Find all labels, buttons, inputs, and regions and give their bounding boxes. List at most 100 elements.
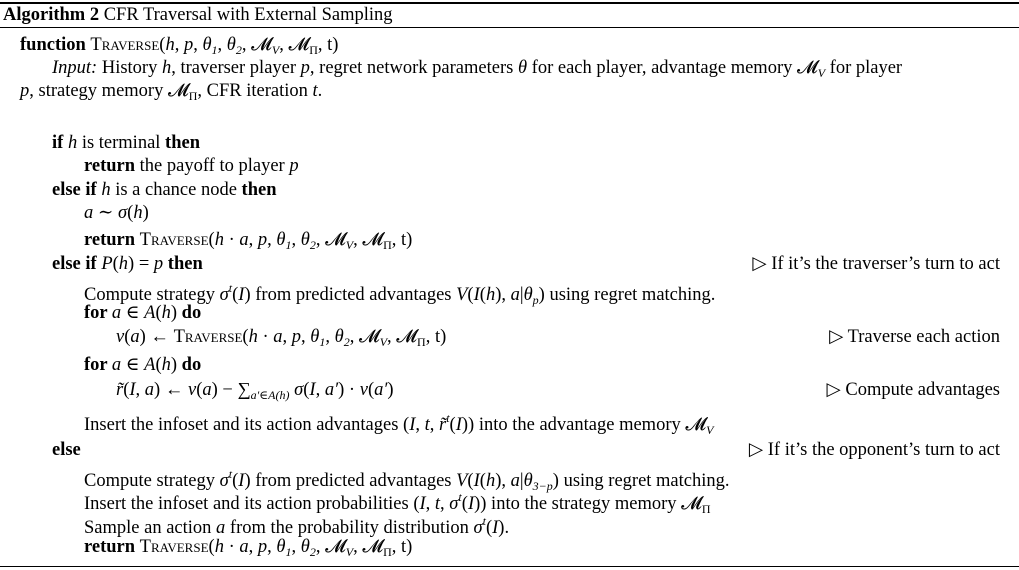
line-text: ), <box>495 471 511 491</box>
keyword: function <box>20 35 91 55</box>
line-text: ( <box>367 380 375 400</box>
line-text: I <box>409 415 416 435</box>
line-text: V <box>706 423 714 437</box>
line-text: , <box>282 327 292 347</box>
line-text: ( <box>449 415 456 435</box>
keyword: for <box>84 355 112 375</box>
keyword: return <box>84 230 140 250</box>
line-text: Π <box>701 502 711 516</box>
line-text: Π <box>309 43 318 57</box>
line-text: h <box>161 355 171 375</box>
line-text: ( <box>467 285 474 305</box>
line-text: ∈ <box>121 355 145 375</box>
keyword: do <box>181 303 202 323</box>
line-text: 2 <box>235 43 242 57</box>
line-text: 2 <box>343 335 350 349</box>
line-text: a <box>239 537 249 557</box>
line-text: p <box>291 327 302 347</box>
line-text: v <box>359 380 368 400</box>
line-comment: ▷ Traverse each action <box>829 327 1000 347</box>
line-text: . <box>317 81 323 101</box>
line-text: I <box>129 380 136 400</box>
line-text: , <box>291 230 301 250</box>
line-text: σ <box>449 494 459 514</box>
algorithm-line: else if P(h) = p then <box>52 253 203 275</box>
line-text: I <box>455 415 462 435</box>
algorithm-line: Insert the infoset and its action probab… <box>84 486 711 520</box>
algorithm-title: CFR Traversal with External Sampling <box>103 5 393 25</box>
line-text: , <box>248 537 258 557</box>
line-text: , <box>267 537 277 557</box>
line-text: θ <box>226 35 236 55</box>
line-text: V <box>379 335 388 349</box>
line-text: ( <box>155 355 162 375</box>
line-text: , <box>425 494 435 514</box>
line-text: ) using regret matching. <box>538 285 716 305</box>
keyword: else if <box>52 180 102 200</box>
line-text: , <box>267 230 277 250</box>
line-text: ∼ <box>93 203 119 223</box>
line-text: a′ <box>374 380 388 400</box>
line-text: r̃ <box>116 380 124 400</box>
line-text: , 𝓜 <box>315 537 346 557</box>
algorithm-line: Insert the infoset and its action advant… <box>84 407 713 441</box>
line-text: I <box>238 285 245 305</box>
keyword: else <box>52 440 81 460</box>
line-text: , 𝓜 <box>241 35 272 55</box>
line-text: θ <box>523 471 533 491</box>
line-text: a <box>510 471 520 491</box>
algorithm-line: return the payoff to player p <box>84 155 299 177</box>
line-text: p <box>257 230 268 250</box>
algorithm-line: a ∼ σ(h) <box>84 202 149 224</box>
keyword: return <box>84 156 136 176</box>
line-text: h <box>161 303 171 323</box>
line-text: ( <box>479 285 486 305</box>
line-text: ( <box>208 537 215 557</box>
line-text: ) = <box>128 254 154 274</box>
line-text: t <box>446 411 450 425</box>
line-text: h <box>485 471 496 491</box>
keyword: then <box>241 180 277 200</box>
line-text: , <box>415 415 425 435</box>
algorithm-caption: Algorithm 2 CFR Traversal with External … <box>3 5 393 26</box>
line-text: Sample an action <box>84 518 217 538</box>
line-text: a′∈A(h) <box>250 388 290 402</box>
line-text: V <box>456 471 468 491</box>
line-text: h <box>214 537 224 557</box>
line-text: h <box>165 35 175 55</box>
line-text: ( <box>242 327 249 347</box>
line-text: ( <box>196 380 203 400</box>
line-text: a <box>216 518 226 538</box>
line-text: ) <box>387 380 394 400</box>
line-text: σ <box>219 471 229 491</box>
line-text: a <box>111 355 122 375</box>
line-text: , t) <box>425 327 447 347</box>
line-text: Traverse <box>139 230 209 250</box>
line-text: for player <box>825 58 903 78</box>
line-text: I <box>419 494 426 514</box>
line-text: ( <box>461 494 468 514</box>
line-text: ) <box>170 355 182 375</box>
line-text: ), <box>495 285 511 305</box>
line-text: ) ← <box>154 380 188 400</box>
keyword: for <box>84 303 112 323</box>
line-text: h <box>118 254 129 274</box>
line-text: a <box>202 380 212 400</box>
line-text: Traverse <box>90 35 160 55</box>
line-text: ) ← <box>139 327 174 347</box>
line-text: 2 <box>309 238 316 252</box>
line-text: , t) <box>391 537 413 557</box>
line-text: V <box>345 238 354 252</box>
algorithm-line: Compute strategy σt(I) from predicted ad… <box>84 277 715 311</box>
line-text: ( <box>155 303 162 323</box>
line-text: V <box>817 66 826 80</box>
line-text: r̃ <box>439 415 447 435</box>
line-text: is terminal <box>77 133 166 153</box>
algorithm-line: else <box>52 439 81 461</box>
line-text: , 𝓜 <box>315 230 346 250</box>
line-text: Insert the infoset and its action probab… <box>84 494 420 514</box>
line-text: A <box>144 355 156 375</box>
line-text: I <box>473 285 480 305</box>
line-text: , <box>325 327 335 347</box>
